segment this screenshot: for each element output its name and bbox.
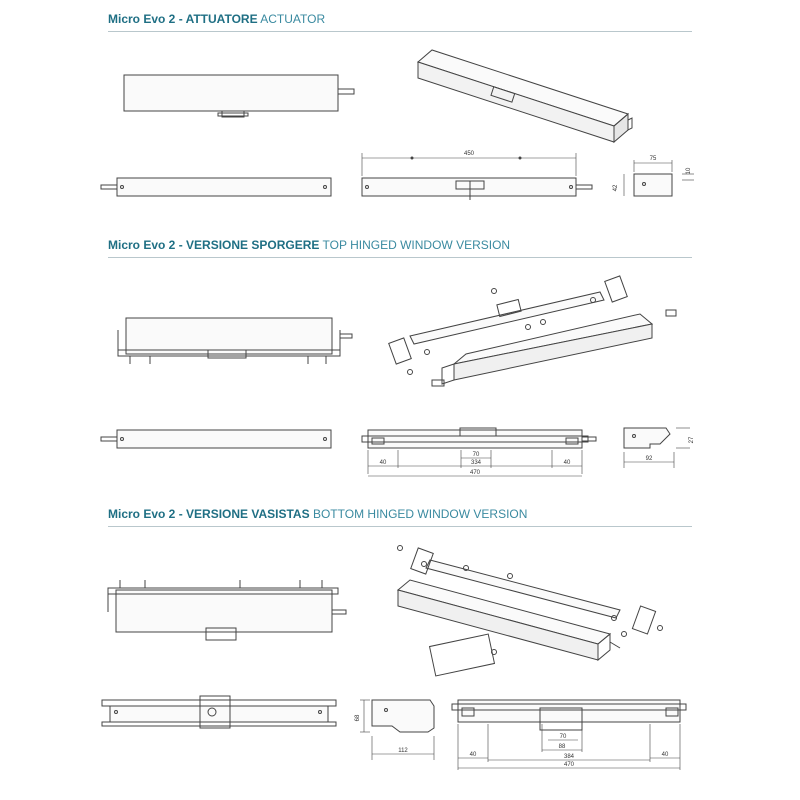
section-divider [108,257,692,258]
top-hinged-top-view [361,427,597,477]
section-title-top-hinged: Micro Evo 2 - VERSIONE SPORGERE TOP HING… [108,238,510,252]
dim-total: 470 [564,762,575,768]
title-light: ACTUATOR [260,12,326,26]
section-divider [108,526,692,527]
actuator-front-view [123,74,355,118]
top-hinged-section-view [623,427,690,468]
title-bold: Micro Evo 2 - VERSIONE SPORGERE [108,238,320,252]
section-title-bottom-hinged: Micro Evo 2 - VERSIONE VASISTAS BOTTOM H… [108,507,527,521]
dim-height: 27 [689,436,695,443]
actuator-section-view [623,160,694,197]
actuator-side-view [100,177,332,197]
dim-depth: 112 [398,748,408,754]
dim-bracket: 88 [559,744,566,750]
title-light: TOP HINGED WINDOW VERSION [322,238,511,252]
bottom-hinged-section-view [360,699,435,760]
dim-center: 70 [473,452,480,458]
top-hinged-3d-view [388,275,677,387]
dim-height: 68 [355,714,361,721]
bottom-hinged-top-view [451,699,687,770]
actuator-top-view [361,153,593,200]
section-title-actuator: Micro Evo 2 - ATTUATORE ACTUATOR [108,12,325,26]
title-bold: Micro Evo 2 - VERSIONE VASISTAS [108,507,310,521]
dim-length: 450 [464,151,475,157]
dim-height: 42 [613,184,619,191]
title-light: BOTTOM HINGED WINDOW VERSION [312,507,528,521]
top-hinged-front-view [117,317,353,364]
dim-span: 384 [564,754,575,760]
dim-depth: 92 [646,456,653,462]
dim-right: 40 [564,460,571,466]
title-bold: Micro Evo 2 - ATTUATORE [108,12,258,26]
dim-span: 334 [471,460,482,466]
section-divider [108,31,692,32]
dim-left: 40 [470,752,477,758]
bottom-hinged-front-view [107,580,347,641]
dim-left: 40 [380,460,387,466]
dim-total: 470 [470,470,481,476]
dim-right: 40 [662,752,669,758]
dim-center: 70 [560,734,567,740]
dim-depth: 10 [686,167,692,174]
dim-width: 75 [650,156,657,162]
actuator-3d-view [416,49,633,144]
bottom-hinged-3d-view [396,545,663,677]
bottom-hinged-side-view [101,695,337,729]
top-hinged-side-view [100,429,332,449]
